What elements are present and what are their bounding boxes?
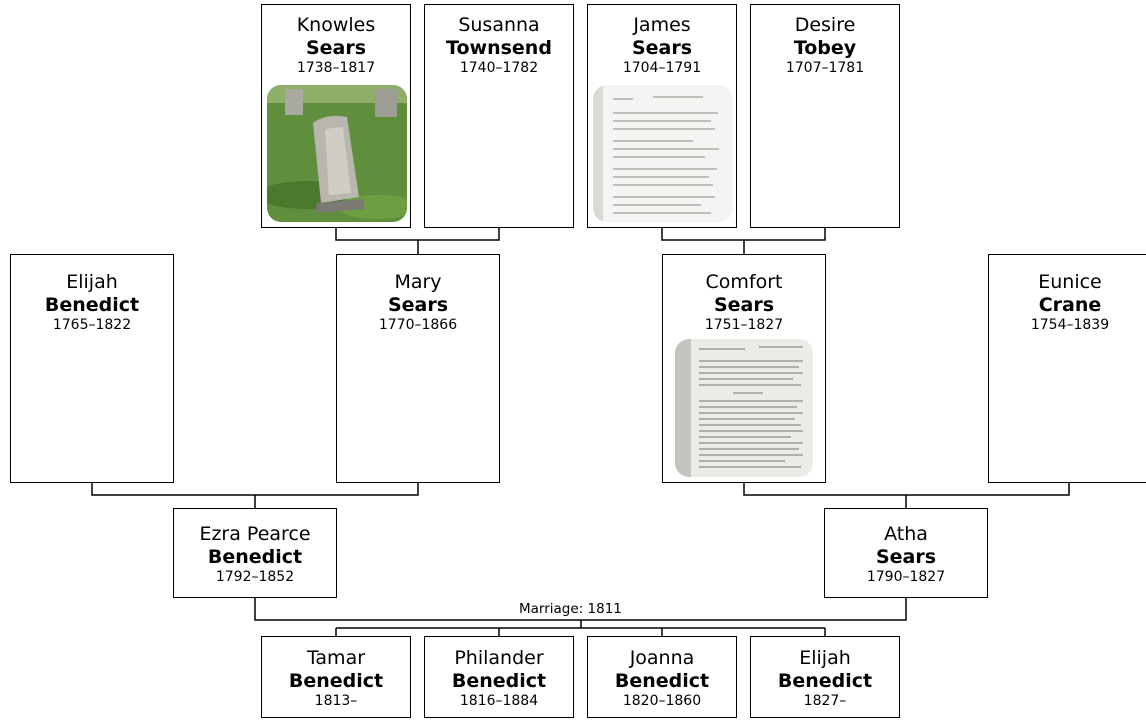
life-dates: 1738–1817 (296, 60, 376, 76)
life-dates: 1707–1781 (785, 60, 865, 76)
surname: Tobey (793, 37, 857, 59)
surname: Sears (631, 37, 693, 59)
surname: Benedict (451, 670, 547, 692)
surname: Benedict (288, 670, 384, 692)
life-dates: 1790–1827 (866, 569, 946, 585)
given-name: Philander (454, 647, 544, 669)
person-card-atha-sears[interactable]: Atha Sears 1790–1827 (824, 508, 988, 598)
surname: Sears (305, 37, 367, 59)
surname: Sears (387, 294, 449, 316)
person-card-tamar-benedict[interactable]: Tamar Benedict 1813– (261, 636, 411, 718)
surname: Sears (875, 546, 937, 568)
life-dates: 1740–1782 (459, 60, 539, 76)
marriage-label: Marriage: 1811 (517, 601, 624, 617)
given-name: Atha (884, 523, 928, 545)
person-card-eunice-crane[interactable]: Eunice Crane 1754–1839 (988, 254, 1146, 483)
surname: Sears (713, 294, 775, 316)
document-scan-image[interactable] (593, 85, 733, 222)
person-card-james-sears[interactable]: James Sears 1704–1791 (587, 4, 737, 228)
person-card-philander-benedict[interactable]: Philander Benedict 1816–1884 (424, 636, 574, 718)
given-name: Knowles (296, 14, 376, 36)
person-card-elijah-benedict-jr[interactable]: Elijah Benedict 1827– (750, 636, 900, 718)
life-dates: 1792–1852 (215, 569, 295, 585)
person-card-elijah-benedict[interactable]: Elijah Benedict 1765–1822 (10, 254, 174, 483)
person-card-mary-sears[interactable]: Mary Sears 1770–1866 (336, 254, 500, 483)
given-name: Tamar (306, 647, 366, 669)
document-scan-image[interactable] (675, 339, 813, 477)
life-dates: 1751–1827 (704, 317, 784, 333)
surname: Crane (1038, 294, 1102, 316)
surname: Benedict (777, 670, 873, 692)
person-card-knowles-sears[interactable]: Knowles Sears 1738–1817 (261, 4, 411, 228)
life-dates: 1816–1884 (459, 693, 539, 709)
life-dates: 1770–1866 (378, 317, 458, 333)
surname: Benedict (207, 546, 303, 568)
given-name: Elijah (66, 271, 118, 293)
given-name: Comfort (705, 271, 783, 293)
life-dates: 1754–1839 (1030, 317, 1110, 333)
given-name: Desire (794, 14, 856, 36)
given-name: Joanna (629, 647, 695, 669)
person-card-ezra-pearce-benedict[interactable]: Ezra Pearce Benedict 1792–1852 (173, 508, 337, 598)
life-dates: 1820–1860 (622, 693, 702, 709)
surname: Townsend (446, 37, 552, 59)
life-dates: 1765–1822 (52, 317, 132, 333)
person-card-susanna-townsend[interactable]: Susanna Townsend 1740–1782 (424, 4, 574, 228)
life-dates: 1813– (314, 693, 358, 709)
person-card-comfort-sears[interactable]: Comfort Sears 1751–1827 (662, 254, 826, 483)
person-card-joanna-benedict[interactable]: Joanna Benedict 1820–1860 (587, 636, 737, 718)
given-name: Mary (394, 271, 442, 293)
given-name: Ezra Pearce (199, 523, 311, 545)
life-dates: 1704–1791 (622, 60, 702, 76)
surname: Benedict (614, 670, 710, 692)
surname: Benedict (44, 294, 140, 316)
given-name: Eunice (1038, 271, 1102, 293)
gravestone-photo[interactable] (267, 85, 407, 222)
life-dates: 1827– (803, 693, 847, 709)
given-name: Elijah (799, 647, 851, 669)
person-card-desire-tobey[interactable]: Desire Tobey 1707–1781 (750, 4, 900, 228)
given-name: Susanna (458, 14, 540, 36)
given-name: James (633, 14, 691, 36)
